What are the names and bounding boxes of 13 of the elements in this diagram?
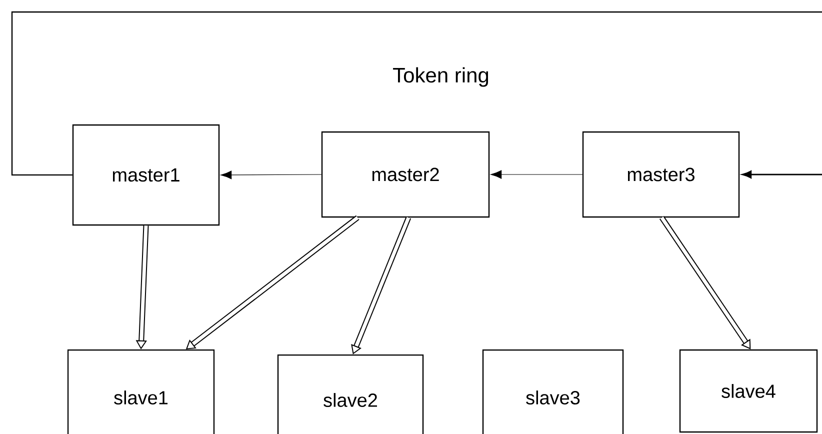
process-box: slave1 xyxy=(67,349,215,434)
arrow xyxy=(742,170,822,178)
process-box: master1 xyxy=(72,124,220,226)
ring-line xyxy=(11,11,822,176)
arrow xyxy=(220,170,322,180)
ring-label: Token ring xyxy=(393,67,488,87)
process-box: master2 xyxy=(321,131,490,218)
process-box: master3 xyxy=(582,131,740,218)
arrow xyxy=(659,216,751,350)
process-box: slave4 xyxy=(679,349,818,433)
process-box: slave2 xyxy=(277,354,424,434)
process-box: slave3 xyxy=(482,349,624,434)
arrow xyxy=(490,170,583,179)
